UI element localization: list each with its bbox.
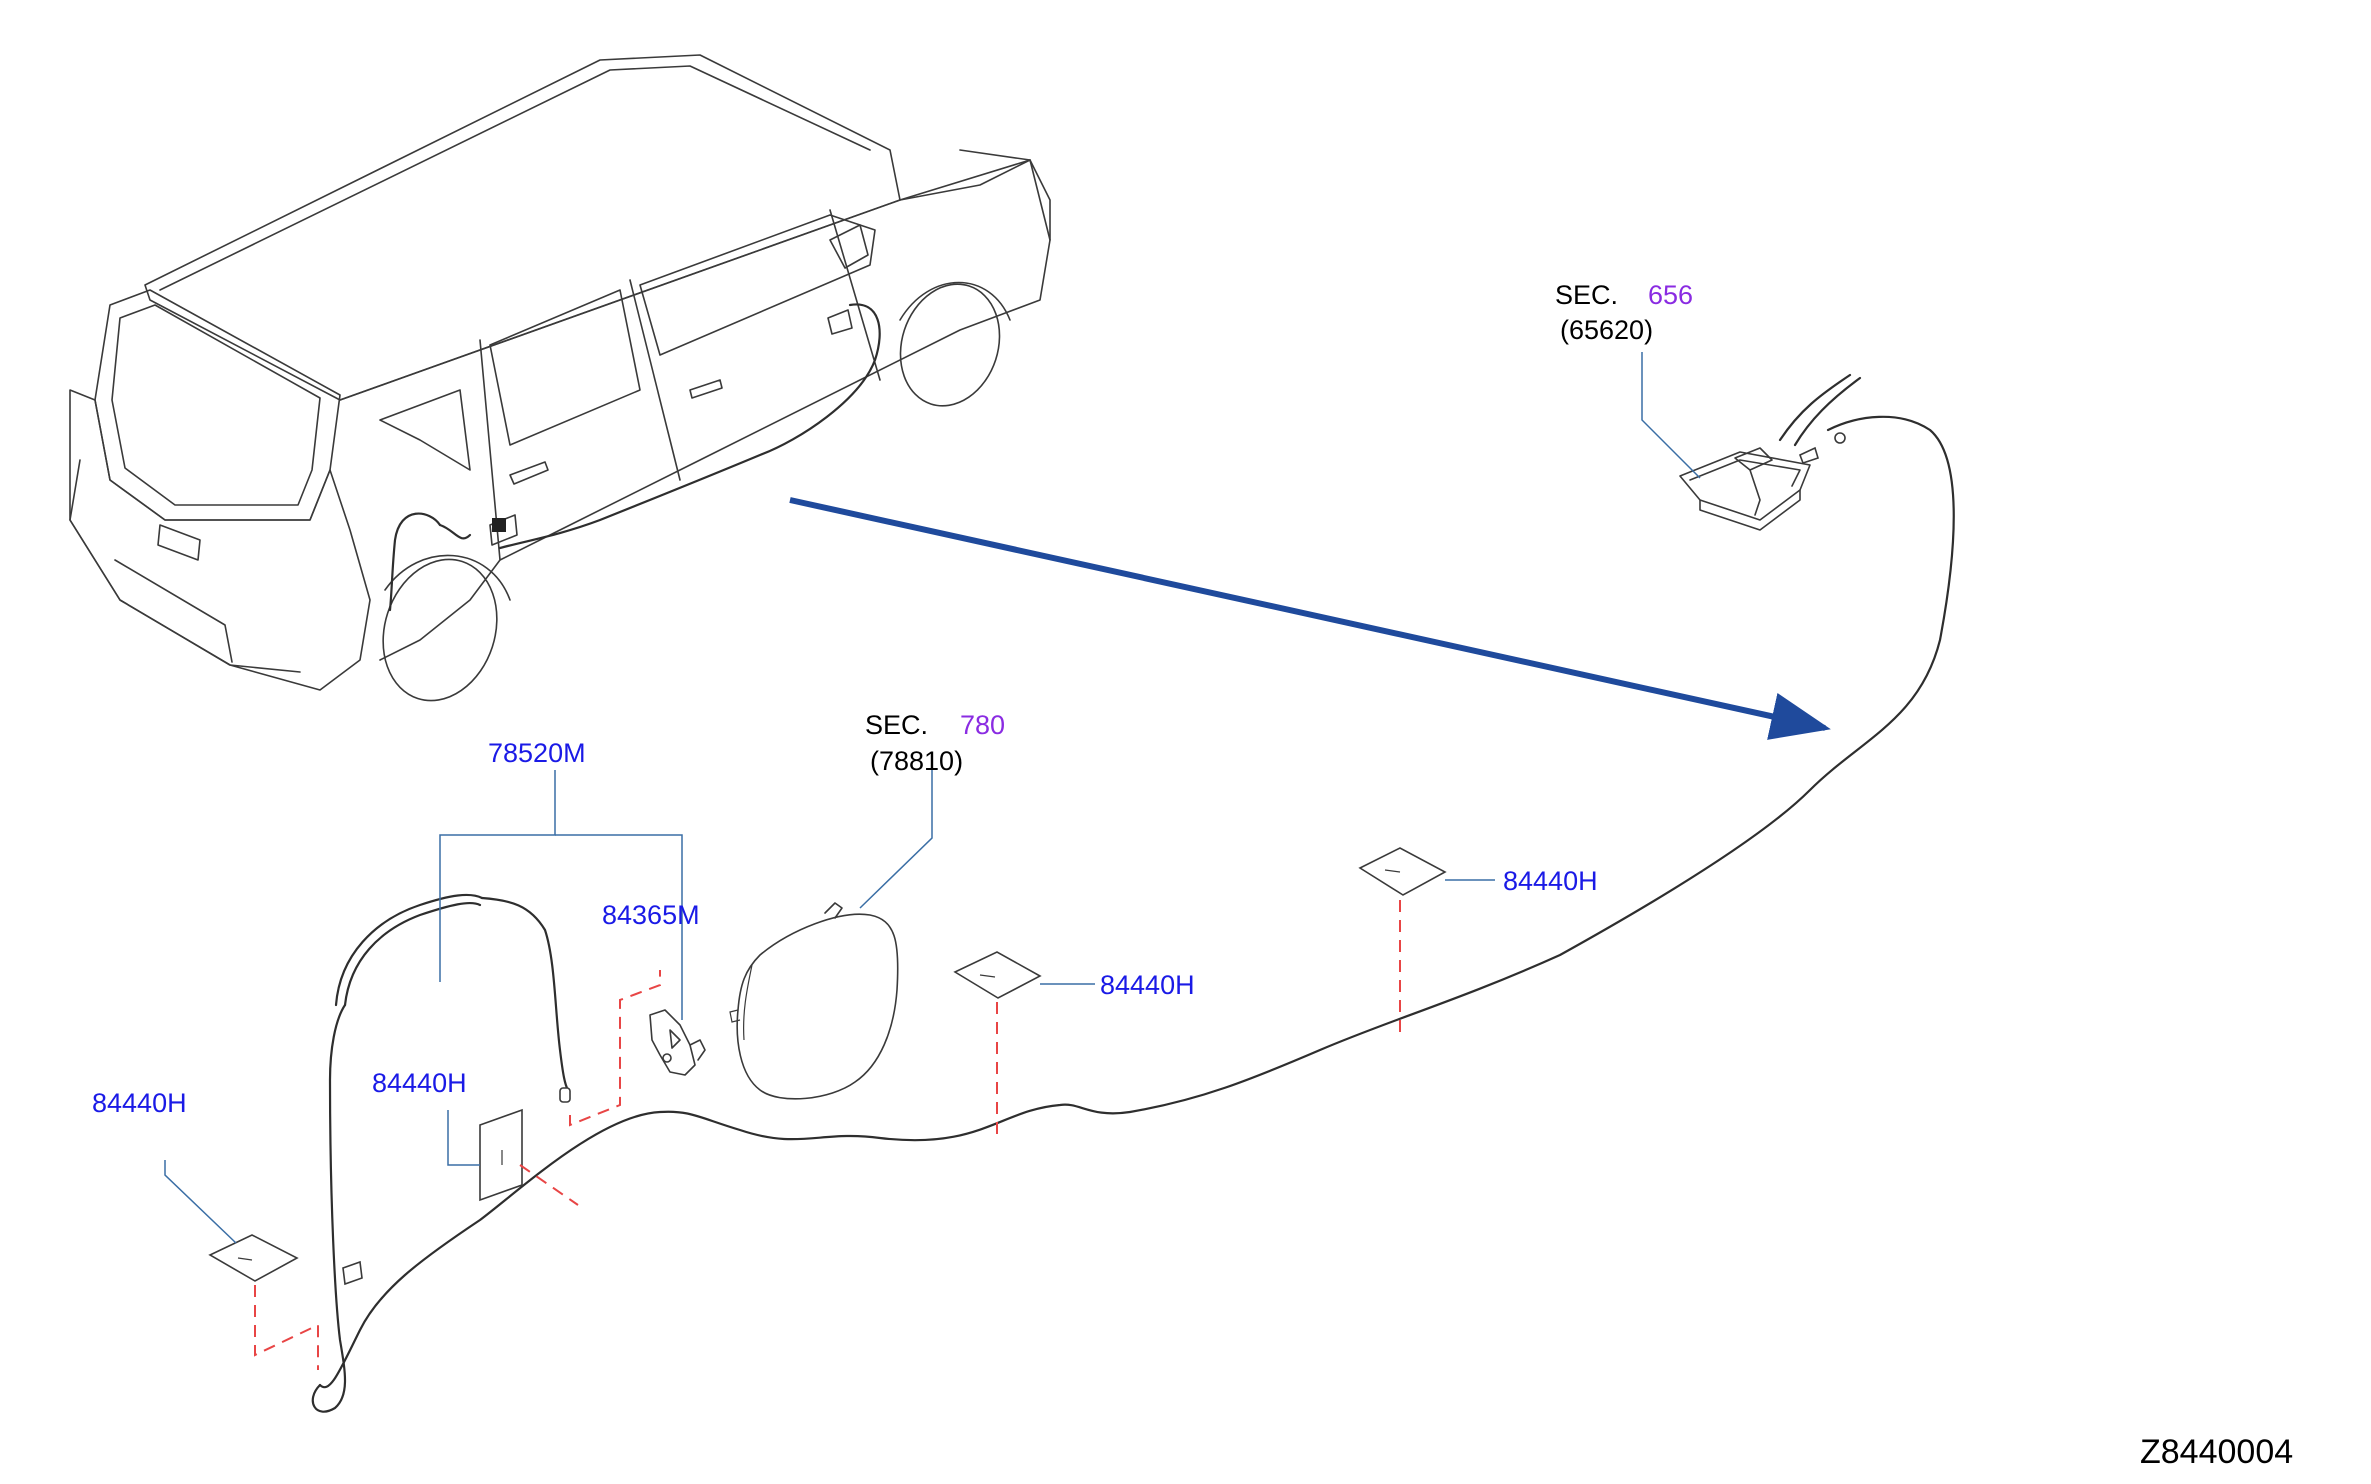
clip-mid-label[interactable]: 84440H	[372, 1068, 467, 1098]
fuel-lid-cable	[318, 415, 1955, 1389]
clip-center-label[interactable]: 84440H	[1100, 970, 1195, 1000]
part-84365M[interactable]: 84365M	[602, 900, 700, 930]
dash-lock	[569, 970, 661, 1127]
sec-780-prefix: SEC.	[865, 710, 928, 740]
lid-lock-actuator	[649, 1009, 706, 1076]
car-illustration	[69, 54, 1051, 702]
cable-clip	[342, 1260, 363, 1286]
fuel-filler-lid	[729, 902, 899, 1100]
sec-656-ref: (65620)	[1560, 315, 1653, 345]
part-78520M[interactable]: 78520M	[488, 738, 586, 768]
dash-left	[254, 1285, 319, 1370]
clip-right-shape	[1358, 847, 1447, 896]
clip-center-shape	[953, 951, 1042, 999]
leader-clip-left	[164, 1160, 237, 1244]
clip-left-label[interactable]: 84440H	[92, 1088, 187, 1118]
clip-right-label[interactable]: 84440H	[1503, 866, 1598, 896]
leader-78520M	[439, 770, 556, 982]
fuel-lid-opener-lever	[1679, 447, 1811, 531]
direction-arrow	[789, 497, 1831, 740]
sec-780-number[interactable]: 780	[960, 710, 1005, 740]
dash-mid	[519, 1164, 579, 1206]
leader-clip-mid	[447, 1110, 480, 1166]
leader-sec-780	[859, 762, 933, 909]
clip-left-shape	[208, 1234, 299, 1282]
sec-780-ref: (78810)	[870, 746, 963, 776]
leader-sec-656	[1641, 352, 1701, 479]
clip-mid-shape	[479, 1108, 523, 1202]
sec-656-number[interactable]: 656	[1648, 280, 1693, 310]
sec-656-prefix: SEC.	[1555, 280, 1618, 310]
diagram-code: Z8440004	[2140, 1433, 2293, 1471]
